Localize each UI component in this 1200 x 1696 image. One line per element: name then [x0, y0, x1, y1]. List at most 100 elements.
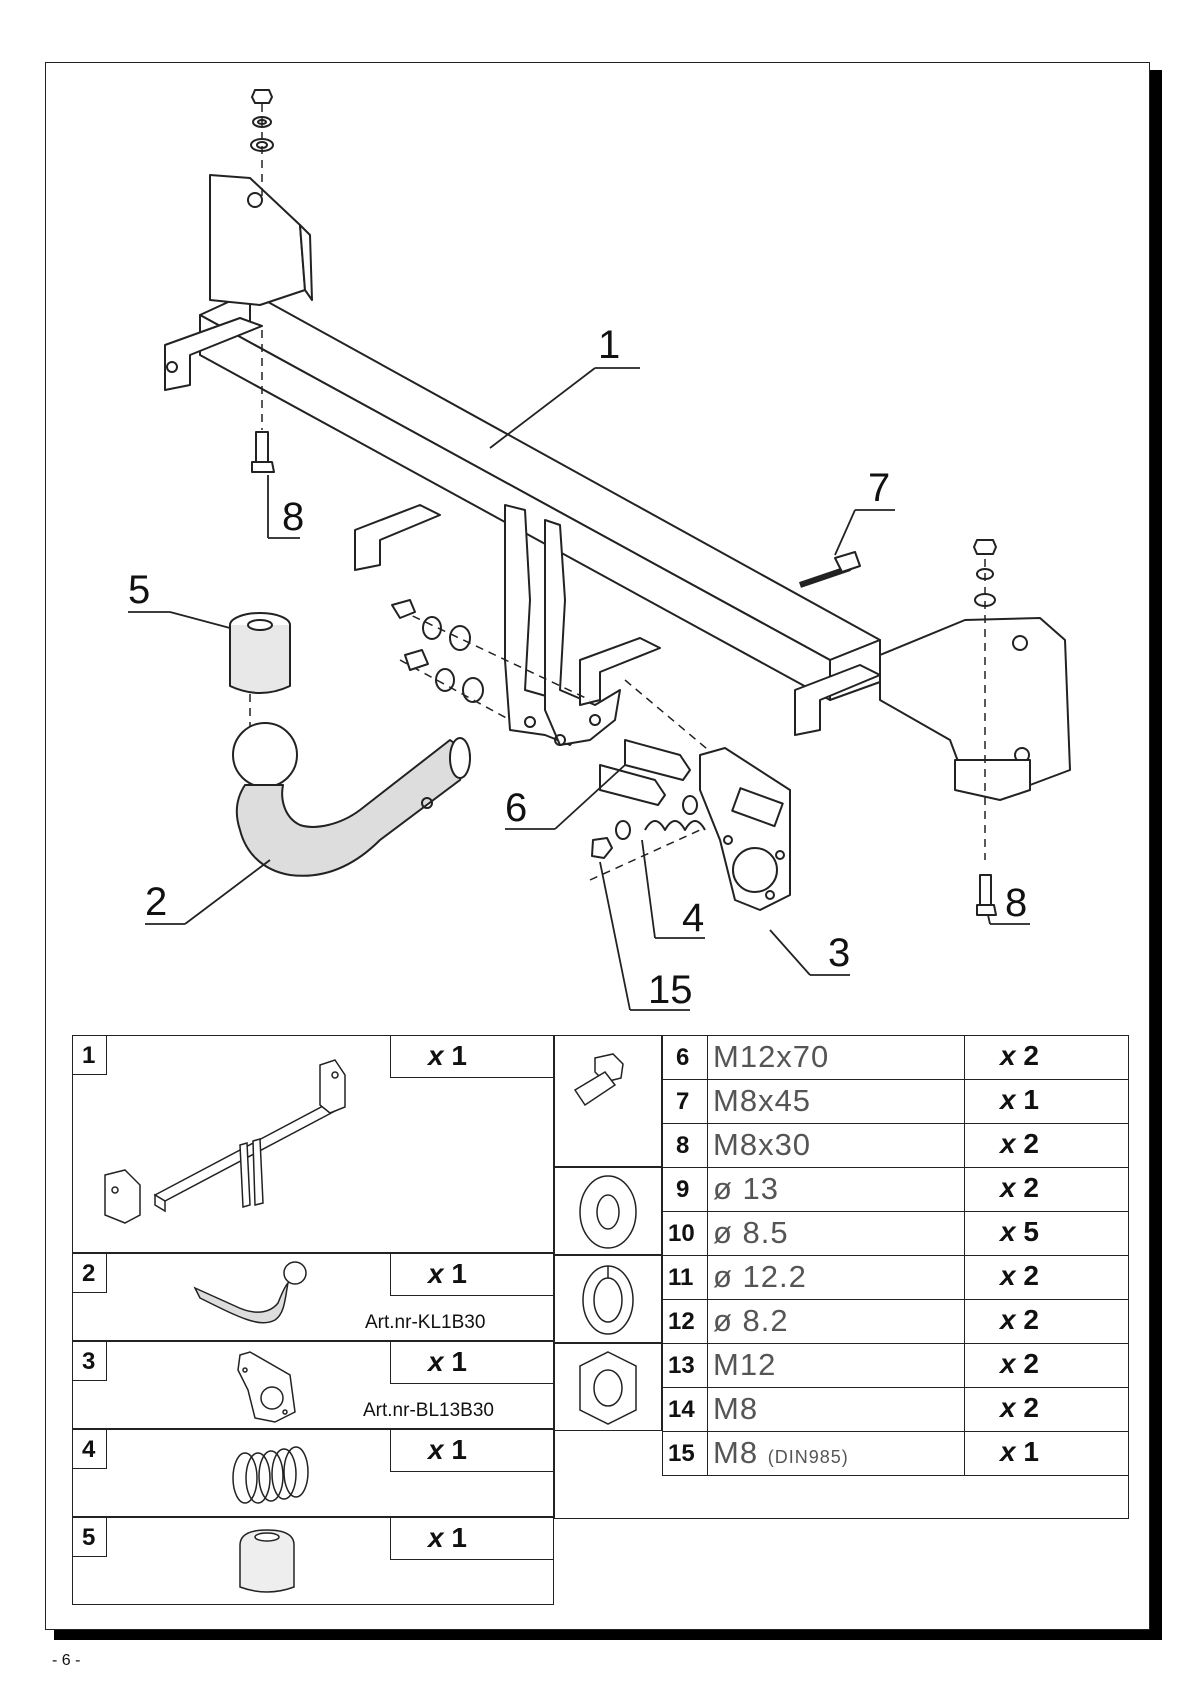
hardware-spec: M12x70: [713, 1039, 830, 1074]
socket-plate-thumbnail: [237, 1351, 296, 1423]
hardware-spec: M8x45: [713, 1083, 812, 1118]
hardware-qty-cell: [964, 1211, 1129, 1256]
hardware-spec: ø 8.2: [713, 1303, 789, 1338]
qty-box: [390, 1253, 554, 1296]
hardware-spec: M8x30: [713, 1127, 812, 1162]
callout-2: 2: [145, 880, 168, 924]
top-left-fasteners: [250, 89, 275, 473]
part-quantity: x 1: [428, 1258, 467, 1289]
flat-washer-icon: [579, 1175, 637, 1249]
qty-box: [390, 1341, 554, 1384]
part-quantity: x 1: [428, 1346, 467, 1377]
hardware-quantity: x 2: [1000, 1260, 1039, 1291]
spring-thumbnail: [232, 1446, 309, 1504]
part-number: 1: [82, 1042, 96, 1069]
hardware-no-cell: [662, 1211, 708, 1256]
part-quantity: x 1: [428, 1434, 467, 1465]
hardware-no-cell: [662, 1343, 708, 1388]
hardware-number: 14: [668, 1396, 695, 1423]
part-no-box: [72, 1341, 107, 1381]
hardware-spec: M8: [713, 1391, 759, 1426]
callout-1: 1: [598, 323, 621, 367]
part-no-box: [72, 1517, 107, 1557]
tow-ball-thumbnail: [193, 1261, 307, 1324]
hardware-number: 8: [676, 1132, 690, 1159]
part-number: 5: [82, 1524, 96, 1551]
hardware-qty-cell: [964, 1079, 1129, 1124]
hardware-number: 13: [668, 1352, 695, 1379]
hardware-number: 7: [676, 1088, 690, 1115]
part-quantity: x 1: [428, 1040, 467, 1071]
hardware-number: 9: [676, 1176, 690, 1203]
exploded-view-axes: [249, 90, 986, 881]
part-quantity: x 1: [428, 1522, 467, 1553]
hardware-number: 10: [668, 1220, 695, 1247]
bolt-icon: [573, 1053, 624, 1107]
hardware-qty-cell: [964, 1123, 1129, 1168]
left-side-bracket: [164, 174, 313, 391]
hardware-spec-cell: [707, 1211, 965, 1256]
hardware-quantity: x 2: [1000, 1348, 1039, 1379]
socket-plate: [699, 747, 791, 911]
hardware-spec: ø 13: [713, 1171, 780, 1206]
part-number: 2: [82, 1260, 96, 1287]
hardware-spec-cell: [707, 1167, 965, 1212]
hardware-qty-cell: [964, 1343, 1129, 1388]
hardware-spec-cell: [707, 1299, 965, 1344]
hardware-quantity: x 1: [1000, 1436, 1039, 1467]
callout-6: 6: [505, 786, 528, 830]
hardware-quantity: x 1: [1000, 1084, 1039, 1115]
callout-8-right: 8: [1005, 881, 1028, 925]
part-no-box: [72, 1429, 107, 1469]
callout-3: 3: [828, 931, 851, 975]
callout-7: 7: [868, 466, 891, 510]
hardware-spec: ø 12.2: [713, 1259, 807, 1294]
article-number: Art.nr-KL1B30: [365, 1312, 486, 1333]
hardware-qty-cell: [964, 1255, 1129, 1300]
part-number: 3: [82, 1348, 96, 1375]
qty-box: [390, 1517, 554, 1560]
hardware-quantity: x 2: [1000, 1040, 1039, 1071]
right-side-bracket: [794, 617, 1071, 801]
hardware-number: 11: [668, 1264, 694, 1291]
hardware-quantity: x 2: [1000, 1128, 1039, 1159]
spring-washer-icon: [582, 1265, 634, 1335]
hardware-number: 6: [676, 1044, 690, 1071]
hardware-spec: M12: [713, 1347, 777, 1382]
ball-cap: [229, 612, 291, 694]
tow-ball-neck: [232, 722, 471, 877]
hardware-qty-cell: [964, 1035, 1129, 1080]
callout-4: 4: [682, 896, 705, 940]
hardware-qty-cell: [964, 1299, 1129, 1344]
hardware-qty-cell: [964, 1431, 1129, 1476]
right-fasteners: [799, 539, 997, 916]
center-mounting-plates: [354, 504, 661, 746]
hex-nut-icon: [579, 1351, 637, 1425]
hardware-no-cell: [662, 1167, 708, 1212]
hardware-quantity: x 2: [1000, 1172, 1039, 1203]
callout-leaders: [128, 367, 1030, 1011]
hardware-quantity: x 2: [1000, 1304, 1039, 1335]
hardware-quantity: x 5: [1000, 1216, 1039, 1247]
part-no-box: [72, 1035, 107, 1075]
hardware-spec: ø 8.5: [713, 1215, 789, 1250]
page-number: - 6 -: [52, 1652, 81, 1669]
hardware-number: 15: [668, 1440, 695, 1467]
hardware-spec-cell: [707, 1343, 965, 1388]
qty-box: [390, 1429, 554, 1472]
crossbar-thumbnail: [104, 1059, 346, 1224]
cap-thumbnail: [239, 1529, 295, 1593]
hardware-number: 12: [668, 1308, 695, 1335]
callout-5: 5: [128, 568, 151, 612]
hardware-qty-cell: [964, 1387, 1129, 1432]
part-number: 4: [82, 1436, 96, 1463]
part-no-box: [72, 1253, 107, 1293]
hardware-qty-cell: [964, 1167, 1129, 1212]
hardware-spec: M8 (DIN985): [713, 1435, 849, 1470]
hardware-quantity: x 2: [1000, 1392, 1039, 1423]
article-number: Art.nr-BL13B30: [363, 1400, 494, 1421]
center-fasteners: [391, 599, 740, 859]
hardware-spec-cell: [707, 1431, 965, 1476]
qty-box: [390, 1035, 554, 1078]
